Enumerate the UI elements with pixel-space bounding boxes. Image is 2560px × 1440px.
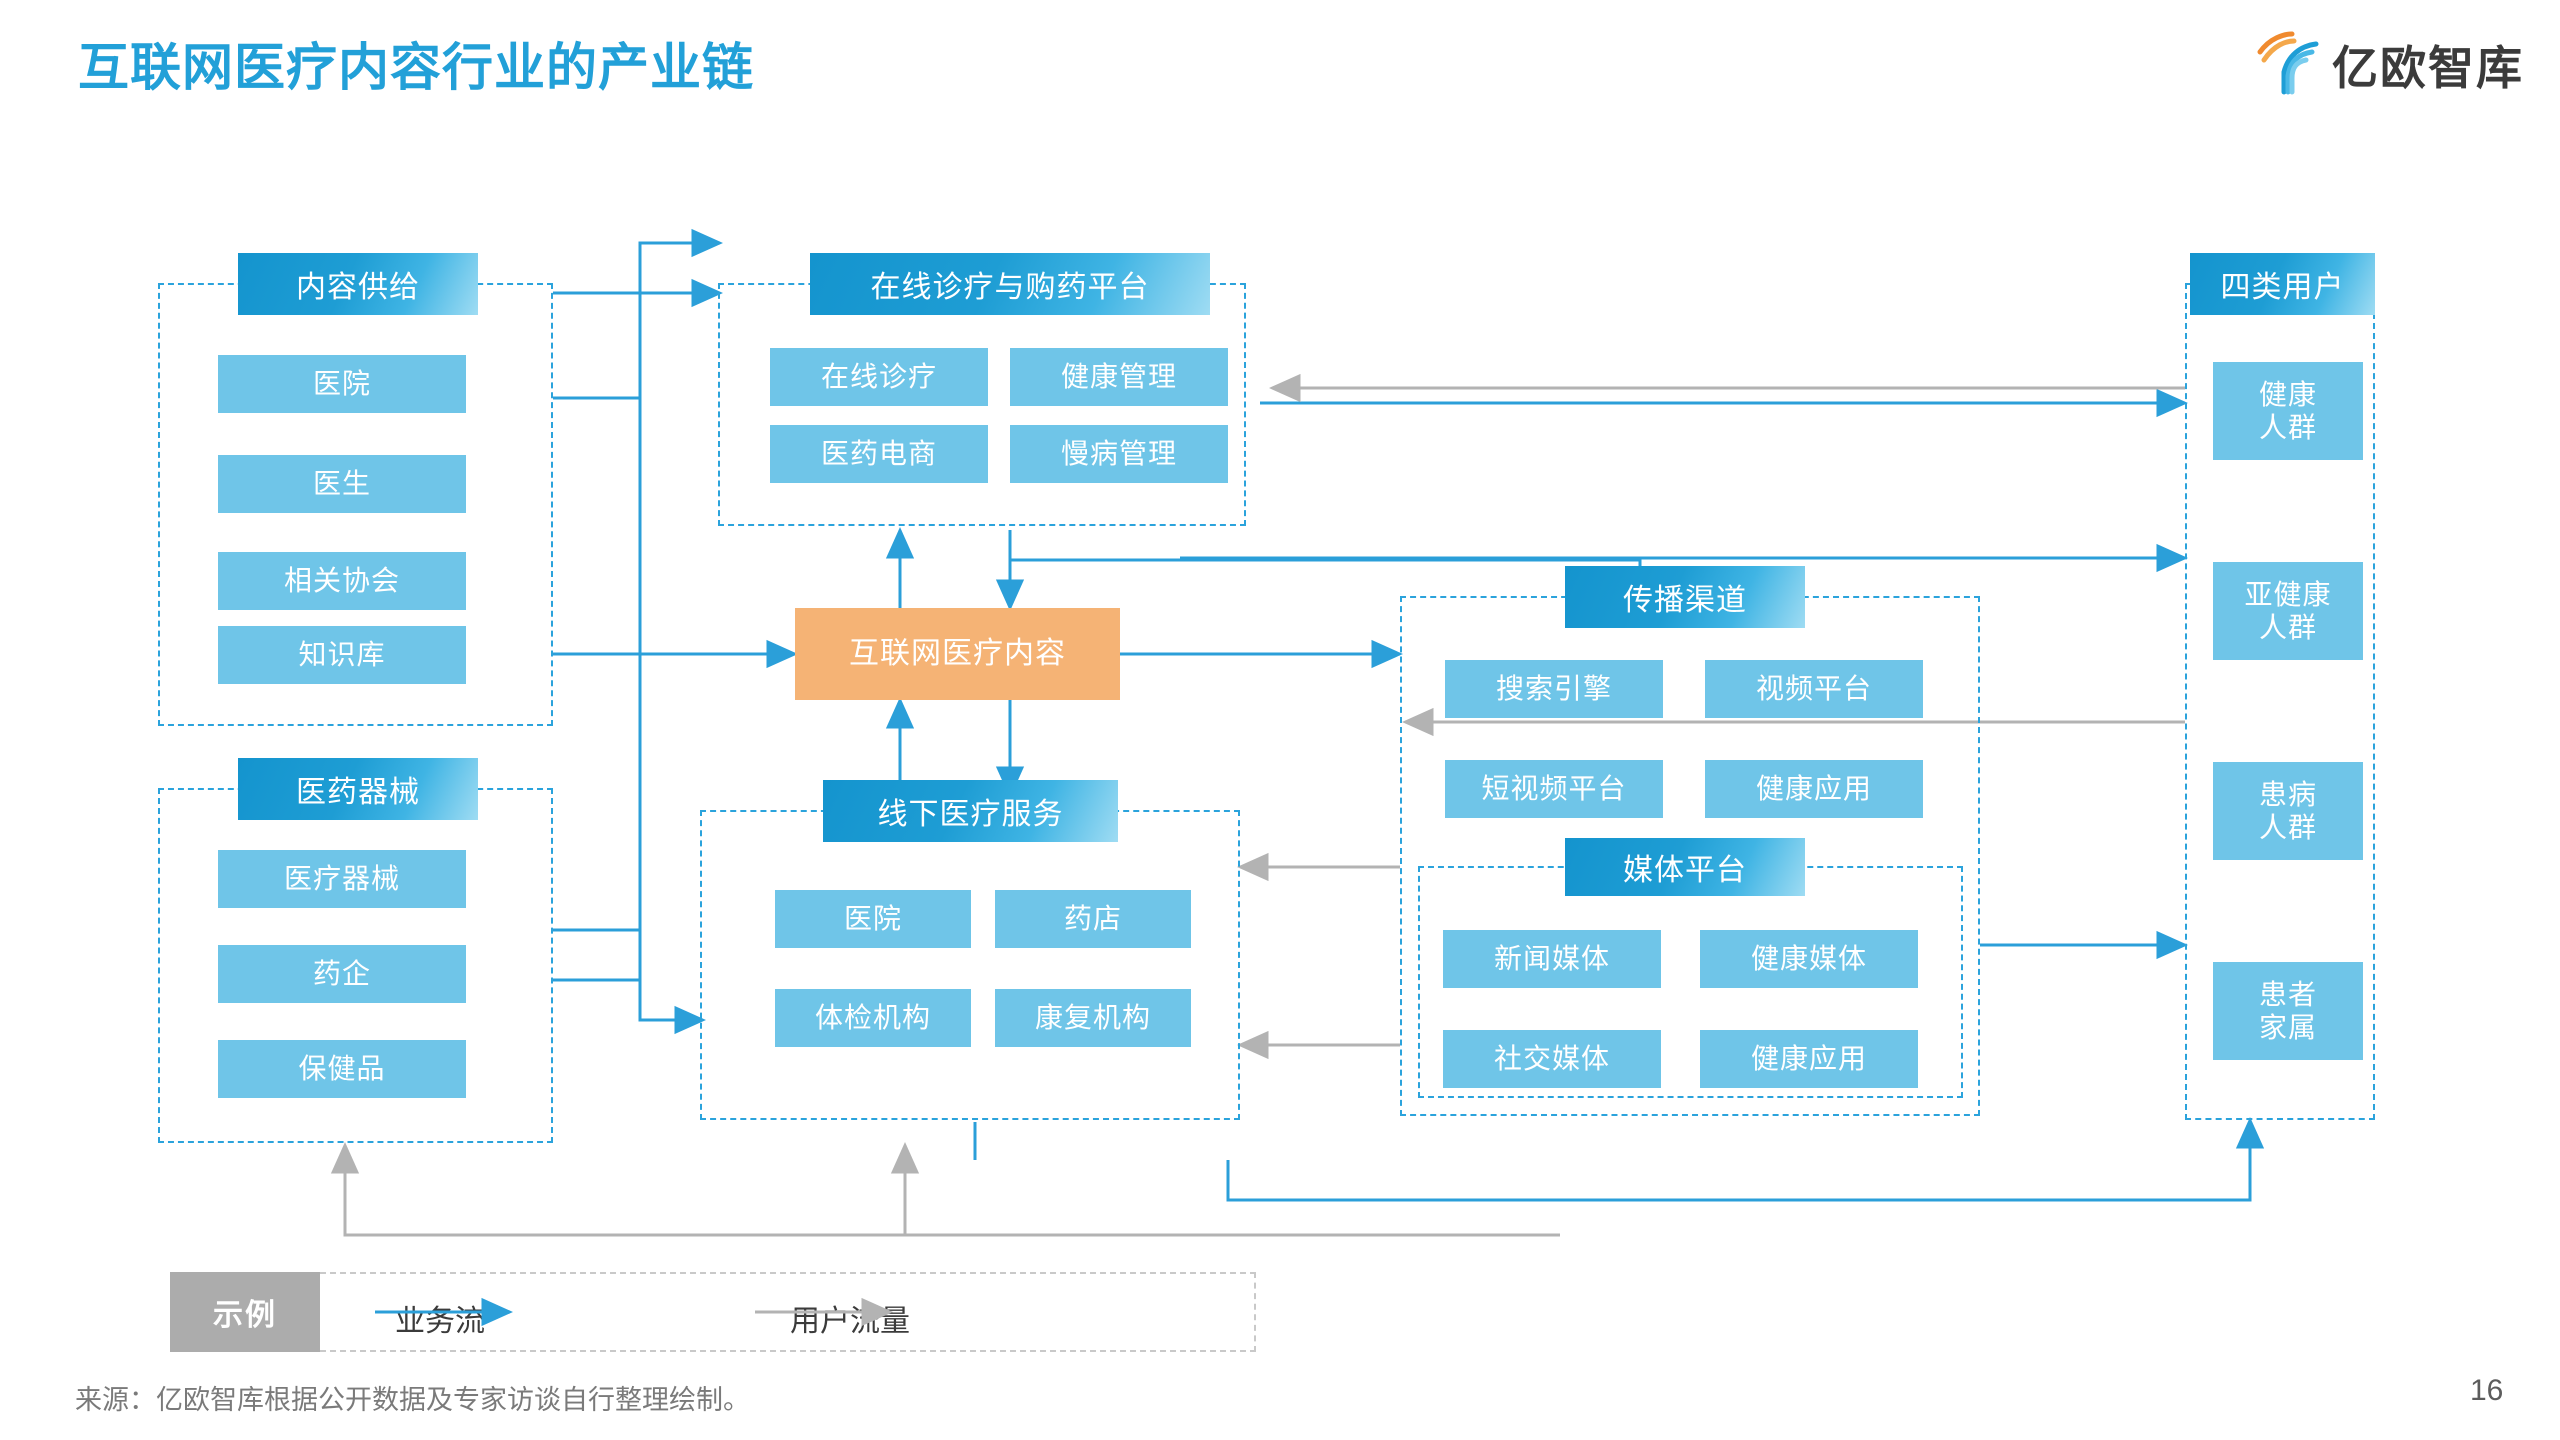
leaf-distribution-channel-1[interactable]: 视频平台 bbox=[1705, 660, 1923, 718]
leaf-distribution-channel-3[interactable]: 健康应用 bbox=[1705, 760, 1923, 818]
brand-logo: 亿欧智库 bbox=[2252, 22, 2532, 102]
group-header-pharma-devices: 医药器械 bbox=[238, 758, 478, 820]
leaf-offline-service-0[interactable]: 医院 bbox=[775, 890, 971, 948]
group-header-offline-service: 线下医疗服务 bbox=[823, 780, 1118, 842]
leaf-online-platform-0[interactable]: 在线诊疗 bbox=[770, 348, 988, 406]
center-node-internet-medical-content[interactable]: 互联网医疗内容 bbox=[795, 608, 1120, 700]
leaf-four-user-types-0[interactable]: 健康 人群 bbox=[2213, 362, 2363, 460]
leaf-media-platform-1[interactable]: 健康媒体 bbox=[1700, 930, 1918, 988]
group-header-distribution-channel: 传播渠道 bbox=[1565, 566, 1805, 628]
leaf-online-platform-1[interactable]: 健康管理 bbox=[1010, 348, 1228, 406]
leaf-media-platform-3[interactable]: 健康应用 bbox=[1700, 1030, 1918, 1088]
group-header-media-platform: 媒体平台 bbox=[1565, 838, 1805, 896]
group-header-four-user-types: 四类用户 bbox=[2190, 253, 2375, 315]
yiou-y-mark-icon bbox=[2257, 31, 2319, 95]
group-header-content-supply: 内容供给 bbox=[238, 253, 478, 315]
leaf-offline-service-2[interactable]: 体检机构 bbox=[775, 989, 971, 1047]
leaf-content-supply-2[interactable]: 相关协会 bbox=[218, 552, 466, 610]
leaf-four-user-types-2[interactable]: 患病 人群 bbox=[2213, 762, 2363, 860]
leaf-content-supply-1[interactable]: 医生 bbox=[218, 455, 466, 513]
leaf-media-platform-2[interactable]: 社交媒体 bbox=[1443, 1030, 1661, 1088]
leaf-offline-service-3[interactable]: 康复机构 bbox=[995, 989, 1191, 1047]
leaf-online-platform-3[interactable]: 慢病管理 bbox=[1010, 425, 1228, 483]
leaf-offline-service-1[interactable]: 药店 bbox=[995, 890, 1191, 948]
logo-text: 亿欧智库 bbox=[2332, 42, 2524, 94]
leaf-distribution-channel-0[interactable]: 搜索引擎 bbox=[1445, 660, 1663, 718]
source-note: 来源：亿欧智库根据公开数据及专家访谈自行整理绘制。 bbox=[75, 1385, 750, 1415]
leaf-four-user-types-3[interactable]: 患者 家属 bbox=[2213, 962, 2363, 1060]
page-title: 互联网医疗内容行业的产业链 bbox=[78, 39, 755, 96]
group-header-online-platform: 在线诊疗与购药平台 bbox=[810, 253, 1210, 315]
group-frame-offline-service bbox=[700, 810, 1240, 1120]
leaf-media-platform-0[interactable]: 新闻媒体 bbox=[1443, 930, 1661, 988]
legend-tag: 示例 bbox=[170, 1272, 320, 1352]
legend-arrows bbox=[375, 1297, 893, 1327]
leaf-pharma-devices-2[interactable]: 保健品 bbox=[218, 1040, 466, 1098]
page-number: 16 bbox=[2470, 1374, 2504, 1407]
leaf-pharma-devices-0[interactable]: 医疗器械 bbox=[218, 850, 466, 908]
leaf-online-platform-2[interactable]: 医药电商 bbox=[770, 425, 988, 483]
leaf-distribution-channel-2[interactable]: 短视频平台 bbox=[1445, 760, 1663, 818]
leaf-content-supply-3[interactable]: 知识库 bbox=[218, 626, 466, 684]
leaf-four-user-types-1[interactable]: 亚健康 人群 bbox=[2213, 562, 2363, 660]
leaf-content-supply-0[interactable]: 医院 bbox=[218, 355, 466, 413]
leaf-pharma-devices-1[interactable]: 药企 bbox=[218, 945, 466, 1003]
